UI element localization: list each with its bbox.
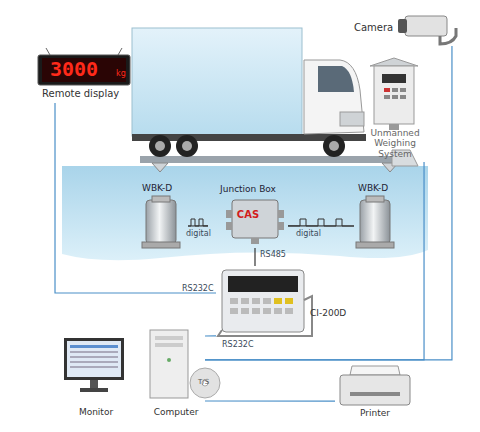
cctv-camera (398, 16, 456, 44)
remote-display: 3000kgRemote display (36, 55, 132, 103)
junction-box: Junction BoxCAS (208, 183, 288, 248)
printer-unit (340, 366, 410, 405)
signal-label: RS485 (260, 250, 286, 259)
load-cell (142, 196, 394, 248)
weighbridge-pit (62, 150, 428, 260)
node-text: Monitor (60, 407, 132, 417)
node-text: CAS (208, 209, 288, 221)
truck (132, 28, 366, 157)
node-text: 3000 (50, 58, 114, 81)
remote-display-unit (38, 48, 130, 85)
node-text: kg (116, 69, 130, 78)
cable-line (205, 46, 452, 360)
cable-line (205, 162, 424, 360)
cable-line (205, 335, 216, 336)
node-text: CI-200D (310, 308, 350, 318)
media-label: T/S (198, 378, 209, 386)
indicator: CI-200D (216, 266, 346, 344)
cable-line (55, 103, 216, 293)
unmanned-kiosk (370, 58, 418, 130)
cable-line (205, 400, 335, 401)
computer: Computer (145, 325, 205, 420)
load-cell-label: WBK-D (138, 183, 188, 258)
junction-box-body (226, 200, 284, 244)
cable-line (288, 225, 354, 226)
load-cell-label: WBK-D (354, 183, 404, 258)
signal-label: digital (186, 229, 211, 238)
signal-label: digital (296, 229, 321, 238)
node-text: Camera (354, 22, 404, 34)
node-text: Junction Box (208, 184, 288, 194)
monitor: Monitor (60, 335, 132, 420)
node-text: Unmanned Weighing System (362, 128, 428, 159)
node-text: Remote display (42, 88, 132, 100)
indicator-body (218, 270, 312, 336)
monitor-unit (64, 338, 124, 392)
signal-label: RS232C (222, 340, 254, 349)
digital-pulse (188, 219, 354, 226)
node-text: Computer (147, 407, 205, 417)
unmanned-system: Unmanned Weighing System (362, 60, 428, 162)
printer: Printer (335, 365, 415, 420)
node-text: Printer (335, 408, 415, 418)
node-text: WBK-D (142, 183, 188, 193)
signal-label: RS232C (182, 284, 214, 293)
node-text: WBK-D (358, 183, 404, 193)
cable-line (188, 225, 208, 226)
camera: Camera (350, 12, 458, 46)
computer-tower (150, 330, 220, 398)
cable-line (254, 248, 255, 266)
